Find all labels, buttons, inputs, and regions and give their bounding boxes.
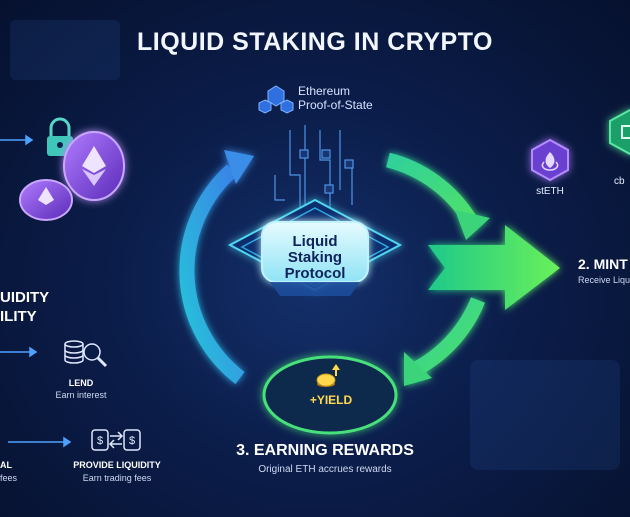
liquid-staking-hub bbox=[227, 198, 403, 296]
green-cycle-arrow bbox=[386, 152, 490, 386]
network-cube-icon bbox=[258, 85, 294, 114]
yield-coin-icon bbox=[316, 364, 340, 387]
step3-title: 3. EARNING REWARDS bbox=[236, 442, 414, 459]
cb-label: cb bbox=[614, 176, 625, 187]
mint-arrow bbox=[428, 225, 560, 310]
circuit-lines bbox=[274, 125, 354, 215]
blue-cycle-arrow bbox=[179, 150, 254, 384]
hub-label: Liquid Staking Protocol bbox=[262, 234, 368, 282]
ethereum-coin-icon bbox=[19, 131, 125, 221]
left-panel-title: UIDITY ILITY bbox=[0, 288, 49, 326]
background-panel bbox=[10, 20, 620, 470]
steth-label: stETH bbox=[536, 186, 564, 197]
provide-liquidity-subtitle: Earn trading fees bbox=[82, 473, 152, 483]
left-panel-title-line2: ILITY bbox=[0, 308, 37, 325]
ethereum-label-line2: Proof-of-State bbox=[298, 98, 373, 112]
steth-token-icon bbox=[531, 138, 569, 182]
step2-title: 2. MINT bbox=[578, 256, 628, 272]
lend-arrow bbox=[0, 346, 38, 358]
ethereum-label-line1: Ethereum bbox=[298, 84, 351, 98]
provide-arrow bbox=[8, 436, 72, 448]
coins-magnifier-icon bbox=[64, 340, 108, 368]
svg-text:$: $ bbox=[97, 435, 103, 447]
hub-label-line1: Liquid bbox=[292, 233, 338, 250]
yield-oval bbox=[262, 355, 398, 435]
dollar-swap-icon: $ $ bbox=[91, 429, 141, 451]
provide-liquidity-title: PROVIDE LIQUIDITY bbox=[73, 460, 161, 470]
hub-label-line2: Staking bbox=[287, 249, 343, 266]
yield-label: +YIELD bbox=[309, 393, 353, 407]
lend-title: LEND bbox=[68, 378, 94, 388]
cb-token-icon bbox=[609, 108, 630, 156]
input-arrow bbox=[0, 134, 34, 146]
left-fragment-title: AL bbox=[0, 460, 12, 470]
lend-subtitle: Earn interest bbox=[55, 390, 107, 400]
left-panel-title-line1: UIDITY bbox=[0, 289, 50, 306]
svg-text:$: $ bbox=[129, 435, 135, 447]
step3-subtitle: Original ETH accrues rewards bbox=[258, 464, 392, 475]
step2-subtitle: Receive Liqu bbox=[578, 275, 630, 285]
left-fragment-subtitle: fees bbox=[0, 473, 18, 483]
page-title: LIQUID STAKING IN CRYPTO bbox=[137, 28, 493, 56]
ethereum-label: Ethereum Proof-of-State bbox=[298, 84, 373, 112]
hub-label-line3: Protocol bbox=[284, 265, 346, 282]
